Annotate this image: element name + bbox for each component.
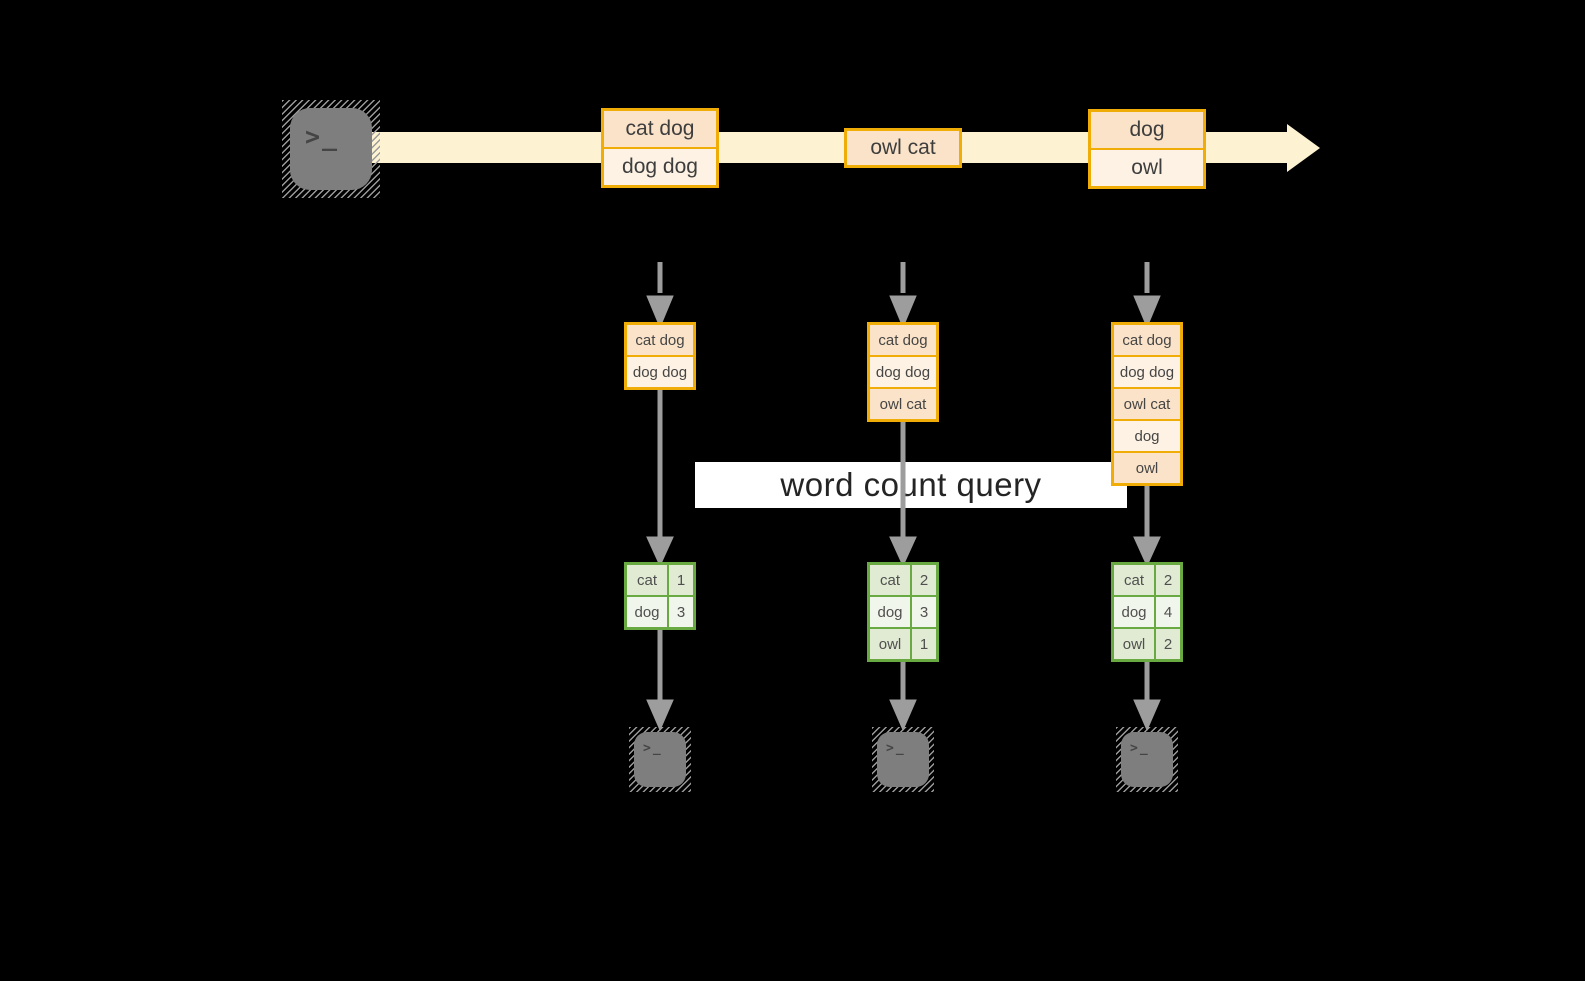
ingest-arrowhead-2-icon: [889, 295, 917, 329]
word-count-query-label: word count query: [780, 466, 1042, 503]
table-row: dog 3: [627, 595, 693, 627]
count-word: dog: [870, 597, 912, 627]
count-value: 1: [919, 635, 929, 653]
worker-terminal-icon-2: >_: [872, 727, 934, 792]
buffer-item: cat dog: [870, 325, 936, 355]
count-word: dog: [1114, 597, 1156, 627]
buffer-item: dog dog: [1114, 355, 1180, 387]
count-value: 2: [919, 571, 929, 589]
query-arrowhead-3-icon: [1133, 536, 1161, 568]
terminal-prompt-glyph: >_: [886, 741, 906, 756]
count-table-3: cat 2 dog 4 owl 2: [1111, 562, 1183, 662]
buffer-item: owl cat: [870, 387, 936, 419]
stream-message-1: cat dog dog dog: [601, 108, 719, 188]
output-arrowhead-2-icon: [889, 699, 917, 732]
query-arrowhead-1-icon: [646, 536, 674, 568]
count-word: owl: [1114, 629, 1156, 659]
table-row: cat 2: [870, 565, 936, 595]
count-table-2: cat 2 dog 3 owl 1: [867, 562, 939, 662]
output-arrowhead-1-icon: [646, 699, 674, 732]
buffer-item: owl: [1114, 451, 1180, 483]
terminal-prompt-glyph: >_: [1130, 741, 1150, 756]
count-value: 2: [1163, 571, 1173, 589]
buffer-stack-1: cat dog dog dog: [624, 322, 696, 390]
table-row: owl 1: [870, 627, 936, 659]
event-stream-arrowhead-icon: [1287, 124, 1320, 172]
table-row: dog 3: [870, 595, 936, 627]
count-word: cat: [627, 565, 669, 595]
buffer-item: dog: [1114, 419, 1180, 451]
buffer-stack-2: cat dog dog dog owl cat: [867, 322, 939, 422]
worker-terminal-screen: >_: [1121, 732, 1173, 787]
terminal-prompt-glyph: >_: [643, 741, 663, 756]
buffer-stack-3: cat dog dog dog owl cat dog owl: [1111, 322, 1183, 486]
count-word: dog: [627, 597, 669, 627]
stream-message-line: dog: [1091, 112, 1203, 148]
source-terminal-screen: >_: [290, 108, 372, 190]
count-table-1: cat 1 dog 3: [624, 562, 696, 630]
count-word: cat: [1114, 565, 1156, 595]
worker-terminal-icon-3: >_: [1116, 727, 1178, 792]
count-value: 1: [676, 571, 686, 589]
count-value: 4: [1163, 603, 1173, 621]
table-row: owl 2: [1114, 627, 1180, 659]
worker-terminal-screen: >_: [634, 732, 686, 787]
ingest-arrowhead-1-icon: [646, 295, 674, 329]
count-word: owl: [870, 629, 912, 659]
buffer-item: cat dog: [1114, 325, 1180, 355]
word-count-query-banner: word count query: [695, 462, 1127, 508]
stream-message-3: dog owl: [1088, 109, 1206, 189]
worker-terminal-screen: >_: [877, 732, 929, 787]
stream-message-2: owl cat: [844, 128, 962, 168]
terminal-prompt-glyph: >_: [305, 122, 340, 151]
worker-terminal-icon-1: >_: [629, 727, 691, 792]
count-value: 2: [1163, 635, 1173, 653]
stream-message-line: owl cat: [847, 131, 959, 165]
table-row: dog 4: [1114, 595, 1180, 627]
stream-message-line: dog dog: [604, 147, 716, 185]
buffer-item: cat dog: [627, 325, 693, 355]
stream-message-line: owl: [1091, 148, 1203, 186]
buffer-item: owl cat: [1114, 387, 1180, 419]
source-terminal-icon: >_: [282, 100, 380, 198]
output-arrowhead-3-icon: [1133, 699, 1161, 732]
buffer-item: dog dog: [870, 355, 936, 387]
table-row: cat 2: [1114, 565, 1180, 595]
buffer-item: dog dog: [627, 355, 693, 387]
count-value: 3: [919, 603, 929, 621]
count-word: cat: [870, 565, 912, 595]
ingest-arrowhead-3-icon: [1133, 295, 1161, 329]
query-arrowhead-2-icon: [889, 536, 917, 568]
stream-message-line: cat dog: [604, 111, 716, 147]
count-value: 3: [676, 603, 686, 621]
table-row: cat 1: [627, 565, 693, 595]
